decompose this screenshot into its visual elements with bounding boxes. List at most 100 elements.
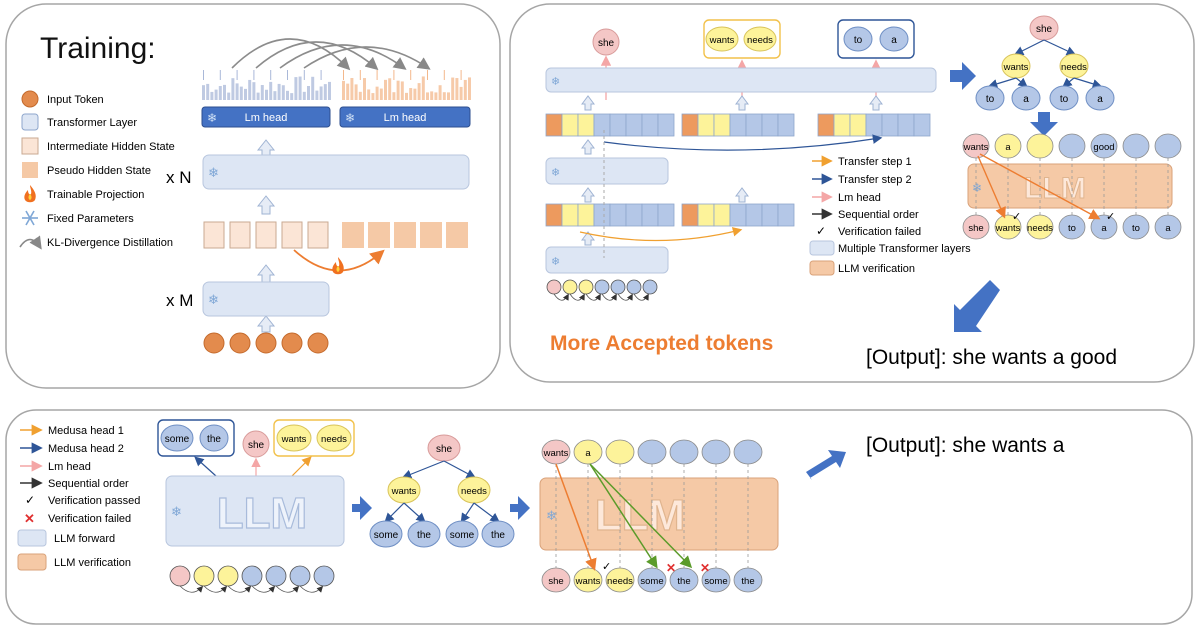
- transformer-block-bottom: [545, 246, 669, 274]
- training-legend: Input Token Transformer Layer Intermedia…: [19, 90, 175, 250]
- training-title: Training:: [40, 32, 156, 65]
- tree-edge: [987, 77, 1017, 89]
- llm-bottom-token: [1058, 214, 1086, 240]
- distribution-bar: [294, 77, 298, 100]
- check-icon: ✓: [25, 493, 35, 507]
- sequential-arc: [203, 585, 228, 593]
- llm-forward-block: [165, 475, 345, 547]
- tree-leaf-node: [1049, 85, 1079, 111]
- top-right-panel: she wants needs to a ❄ ❄ ❄: [509, 3, 1195, 383]
- distribution-bar: [248, 79, 252, 100]
- tree-leaf-node: [369, 520, 403, 548]
- check-icon: ✓: [1012, 211, 1021, 223]
- kl-distillation-arcs: [231, 38, 431, 71]
- medusa-head-2-arrow: [194, 456, 217, 477]
- distribution-bar: [202, 85, 205, 100]
- distribution-bar: [468, 77, 471, 100]
- tree-leaf-node: [407, 520, 441, 548]
- transformer-block-top: [545, 67, 937, 93]
- snowflake-icon: ❄: [208, 165, 219, 180]
- hidden-state-cell: [913, 113, 931, 137]
- distribution-bar: [307, 86, 310, 100]
- training-panel: Training: Input Token Transformer Layer …: [5, 3, 501, 389]
- medusa-head-1-arrow: [291, 456, 312, 477]
- bottom-legend: Medusa head 1 Medusa head 2 Lm head Sequ…: [17, 424, 140, 571]
- sequential-token: [594, 279, 610, 295]
- tree-edge: [401, 460, 445, 479]
- verification-arrow-green: [589, 463, 658, 569]
- sequential-arc: [299, 585, 324, 593]
- legend-transformer-layer: Transformer Layer: [47, 117, 137, 129]
- llm-bottom-token-label: needs: [607, 576, 633, 587]
- distribution-bar: [430, 91, 434, 100]
- sequential-tokens-top-right: [546, 279, 658, 301]
- llm-bottom-token-label: the: [741, 576, 754, 587]
- llm-top-token: [1090, 133, 1118, 159]
- top-right-legend: Transfer step 1 Transfer step 2 Lm head …: [809, 155, 971, 276]
- legend-sequential-order: Sequential order: [48, 478, 129, 490]
- distribution-bar: [400, 81, 404, 100]
- llm-bottom-token-label: wants: [575, 576, 601, 587]
- out-needs-label: needs: [747, 35, 773, 46]
- distribution-bar: [323, 84, 327, 100]
- distribution-bar: [421, 76, 425, 100]
- distribution-bar: [426, 92, 429, 100]
- hidden-state-cell: [609, 203, 627, 227]
- legend-multiple-transformer: Multiple Transformer layers: [838, 243, 971, 255]
- block-arrow-icon: [1030, 112, 1058, 136]
- llm-bottom-token: [701, 567, 731, 593]
- intermediate-swatch: [21, 137, 39, 155]
- tree-leaf-label: some: [450, 530, 475, 541]
- hidden-state-cell: [625, 203, 643, 227]
- llm-bottom-token: [541, 567, 571, 593]
- sequential-token: [217, 565, 239, 587]
- distribution-bar: [269, 81, 273, 100]
- fire-icon: [24, 185, 36, 203]
- distribution-bar: [447, 92, 450, 100]
- lm-head-left-label: Lm head: [245, 112, 288, 124]
- sequential-arc: [227, 585, 252, 593]
- sequential-token: [578, 279, 594, 295]
- distribution-bar: [273, 91, 277, 100]
- distribution-bar: [384, 79, 387, 100]
- llm-bottom-token-label: needs: [1027, 223, 1053, 234]
- distribution-bar: [371, 93, 375, 100]
- hidden-state-cell: [833, 113, 851, 137]
- legend-intermediate-hidden: Intermediate Hidden State: [47, 141, 175, 153]
- distribution-bar: [463, 79, 467, 100]
- hidden-state-cell: [641, 113, 659, 137]
- llm-bottom-token-label: some: [640, 576, 663, 587]
- llm-top-token: [1026, 133, 1054, 159]
- lm-head-right-label: Lm head: [384, 112, 427, 124]
- snowflake-icon: ❄: [972, 181, 982, 195]
- hidden-state-cell: [681, 113, 699, 137]
- llm-top-token: [994, 133, 1022, 159]
- out-she-label-bottom: she: [248, 440, 265, 451]
- hidden-state-row-2: [545, 203, 795, 227]
- distribution-bar: [367, 89, 371, 100]
- snowflake-icon: ❄: [551, 256, 560, 268]
- sequential-token: [265, 565, 287, 587]
- legend-llm-verification: LLM verification: [54, 557, 131, 569]
- llm-bottom-token-label: some: [704, 576, 727, 587]
- legend-trainable-projection: Trainable Projection: [47, 189, 144, 201]
- tree-mid-label: needs: [1061, 62, 1087, 73]
- tree-leaf-label: the: [417, 530, 431, 541]
- tree-edge: [1073, 77, 1103, 89]
- sequential-token: [626, 279, 642, 295]
- hidden-state-cell: [817, 113, 835, 137]
- xm-label: x M: [166, 291, 193, 310]
- legend-llm-verification: LLM verification: [838, 263, 915, 275]
- hidden-state-cell: [745, 203, 763, 227]
- up-arrows-top-right: [581, 95, 883, 246]
- distribution-bar: [405, 92, 408, 100]
- hidden-state-cell: [609, 113, 627, 137]
- lm-head-right: ❄ Lm head: [339, 106, 471, 128]
- distribution-bar: [319, 86, 323, 100]
- hidden-state-cell: [545, 113, 563, 137]
- llm-bottom-token-label: to: [1132, 223, 1140, 234]
- input-tokens: [203, 332, 329, 354]
- block-arrow-icon: [954, 280, 1000, 332]
- tree-edge: [1043, 39, 1077, 56]
